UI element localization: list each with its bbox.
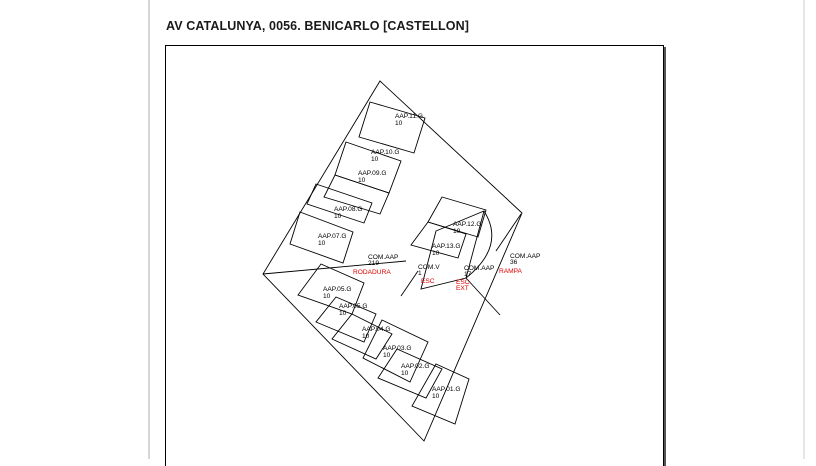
common-area-number-label: 17 <box>464 271 472 278</box>
common-area-code-label: COM.AAP <box>510 253 541 260</box>
unit-number-label: 10 <box>318 240 326 247</box>
parking-bay-03 <box>362 319 429 383</box>
parking-bay-13 <box>410 221 467 259</box>
zone-label-ext-center: EXT <box>456 285 469 292</box>
parking-bay-08 <box>306 183 373 224</box>
page-right-border <box>803 0 805 459</box>
unit-code-label: AAP.07.G <box>318 233 346 240</box>
unit-code-label: AAP.13.G <box>432 243 460 250</box>
unit-code-label: AAP.02.G <box>401 363 429 370</box>
plot-boundary <box>262 80 523 442</box>
common-area-code-label: COM.AAP <box>464 265 495 272</box>
unit-number-label: 10 <box>432 393 440 400</box>
unit-code-label: AAP.09.G <box>358 170 386 177</box>
parking-bay-01 <box>411 363 470 425</box>
unit-code-label: AAP.05.G <box>323 286 351 293</box>
zone-label-rampa: RAMPA <box>499 268 523 275</box>
parking-bay-12 <box>427 196 487 238</box>
unit-code-label: AAP.05.G <box>339 303 367 310</box>
zone-label-esc-center: ESC <box>456 279 470 286</box>
divider-ramp-top <box>495 213 522 252</box>
unit-number-label: 10 <box>401 370 409 377</box>
common-area-code-label: COM.V <box>418 264 440 271</box>
stair-arc <box>465 210 493 279</box>
unit-code-label: AAP.08.G <box>334 206 362 213</box>
unit-number-label: 10 <box>362 333 370 340</box>
zone-label-rodadura: RODADURA <box>353 269 391 276</box>
zone-label-esc-left: ESC <box>421 278 435 285</box>
unit-number-label: 10 <box>371 156 379 163</box>
unit-number-label: 10 <box>453 228 461 235</box>
parking-bay-02 <box>377 348 443 399</box>
parking-bay-05b <box>315 296 377 343</box>
unit-number-label: 10 <box>334 213 342 220</box>
common-area-number-label: 219 <box>368 260 379 267</box>
unit-code-label: AAP.04.G <box>362 326 390 333</box>
common-area-number-label: 1 <box>418 270 422 277</box>
parking-bay-11 <box>358 101 426 154</box>
page-title: AV CATALUNYA, 0056. BENICARLO [CASTELLON… <box>166 19 469 33</box>
floor-plan-frame: AAP.11.G 10 AAP.10.G 10 AAP.09.G 10 AAP.… <box>165 45 664 466</box>
unit-code-label: AAP.11.G <box>395 113 423 120</box>
page-left-border <box>148 0 150 459</box>
unit-code-label: AAP.12.G <box>453 221 481 228</box>
common-area-number-label: 36 <box>510 259 518 266</box>
unit-code-label: AAP.03.G <box>383 345 411 352</box>
unit-number-label: 10 <box>339 310 347 317</box>
unit-number-label: 10 <box>395 120 403 127</box>
unit-number-label: 10 <box>432 250 440 257</box>
divider-ramp-bottom <box>465 277 501 316</box>
unit-number-label: 10 <box>323 293 331 300</box>
parking-bay-09 <box>323 174 390 215</box>
divider-rodadura <box>262 260 407 275</box>
stair-divider <box>400 270 419 297</box>
unit-number-label: 10 <box>383 352 391 359</box>
unit-code-label: AAP.10.G <box>371 149 399 156</box>
parking-bay-07 <box>289 211 354 264</box>
common-area-code-label: COM.AAP <box>368 254 399 261</box>
unit-number-label: 10 <box>358 177 366 184</box>
floor-plan-drawing: AAP.11.G 10 AAP.10.G 10 AAP.09.G 10 AAP.… <box>262 80 541 442</box>
unit-code-label: AAP.01.G <box>432 386 460 393</box>
